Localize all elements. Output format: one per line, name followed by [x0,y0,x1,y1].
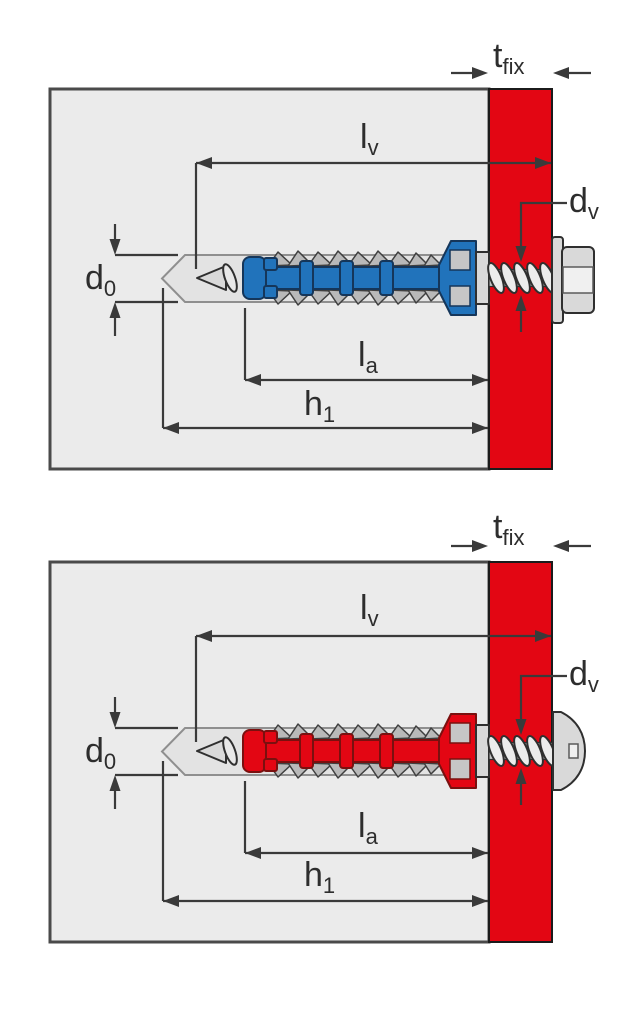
panel-bottom-pan-version [50,540,591,942]
dim-label-base: l [360,589,368,627]
dim-label-sub: 1 [322,873,336,898]
dim-label-base: d [85,732,104,770]
dim-label-base: t [493,508,503,546]
dim-label-dv-bottom: dv [569,655,599,696]
dim-label-lv-top: lv [360,118,379,159]
dim-label-sub: v [587,672,599,697]
dim-label-sub: a [365,824,378,849]
dim-label-dv-top: dv [569,182,599,223]
dim-label-sub: a [365,353,378,378]
dim-label-base: l [360,118,368,156]
dim-label-sub: fix [502,525,525,550]
dim-label-d0-top: d0 [85,259,116,300]
dim-label-base: d [569,655,588,693]
dim-label-tfix-bottom: tfix [493,508,524,549]
dim-label-sub: 0 [103,749,117,774]
dim-label-base: h [304,385,323,423]
dim-label-sub: 1 [322,402,336,427]
dim-label-base: l [358,336,366,374]
dim-label-h1-bottom: h1 [304,856,335,897]
hex-head-screw [551,236,595,324]
dim-label-base: l [358,807,366,845]
dim-label-lv-bottom: lv [360,589,379,630]
dim-label-sub: v [587,199,599,224]
dim-label-la-bottom: la [358,807,378,848]
pan-head-screw [552,711,586,791]
dim-label-base: h [304,856,323,894]
dim-label-d0-bottom: d0 [85,732,116,773]
dim-label-sub: v [367,606,379,631]
dim-label-base: d [569,182,588,220]
dim-label-base: t [493,37,503,75]
dim-label-sub: 0 [103,276,117,301]
dim-label-h1-top: h1 [304,385,335,426]
dim-label-sub: fix [502,54,525,79]
dim-label-la-top: la [358,336,378,377]
dim-label-base: d [85,259,104,297]
dim-label-tfix-top: tfix [493,37,524,78]
dim-label-sub: v [367,135,379,160]
panel-top-hex-version [50,67,595,469]
